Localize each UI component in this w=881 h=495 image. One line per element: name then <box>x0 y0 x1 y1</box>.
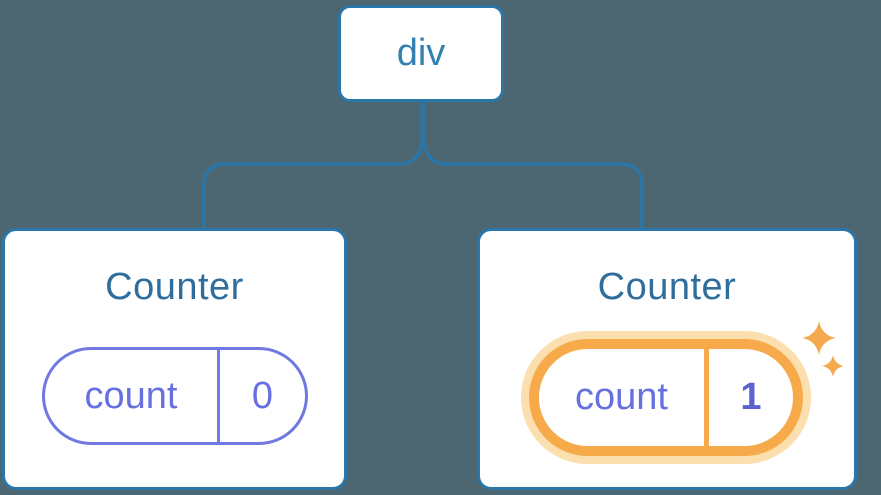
connector-left-branch <box>202 102 425 229</box>
sparkles-icon <box>802 321 844 377</box>
root-node: div <box>338 5 504 102</box>
state-key: count <box>539 349 709 446</box>
counter-card-left: Counter count 0 <box>2 228 347 490</box>
sparkle-small <box>822 355 844 377</box>
connector-right-branch <box>421 102 644 229</box>
state-value: 1 <box>740 376 762 418</box>
state-pill: count 0 <box>42 347 308 445</box>
root-node-label: div <box>396 32 446 74</box>
counter-card-right: Counter count 1 <box>477 228 857 490</box>
component-title: Counter <box>597 266 737 308</box>
state-pill-highlighted: count 1 <box>529 339 803 456</box>
component-title: Counter <box>105 266 244 308</box>
state-value: 0 <box>251 374 274 417</box>
sparkle-large <box>802 321 836 355</box>
state-key: count <box>45 350 220 442</box>
